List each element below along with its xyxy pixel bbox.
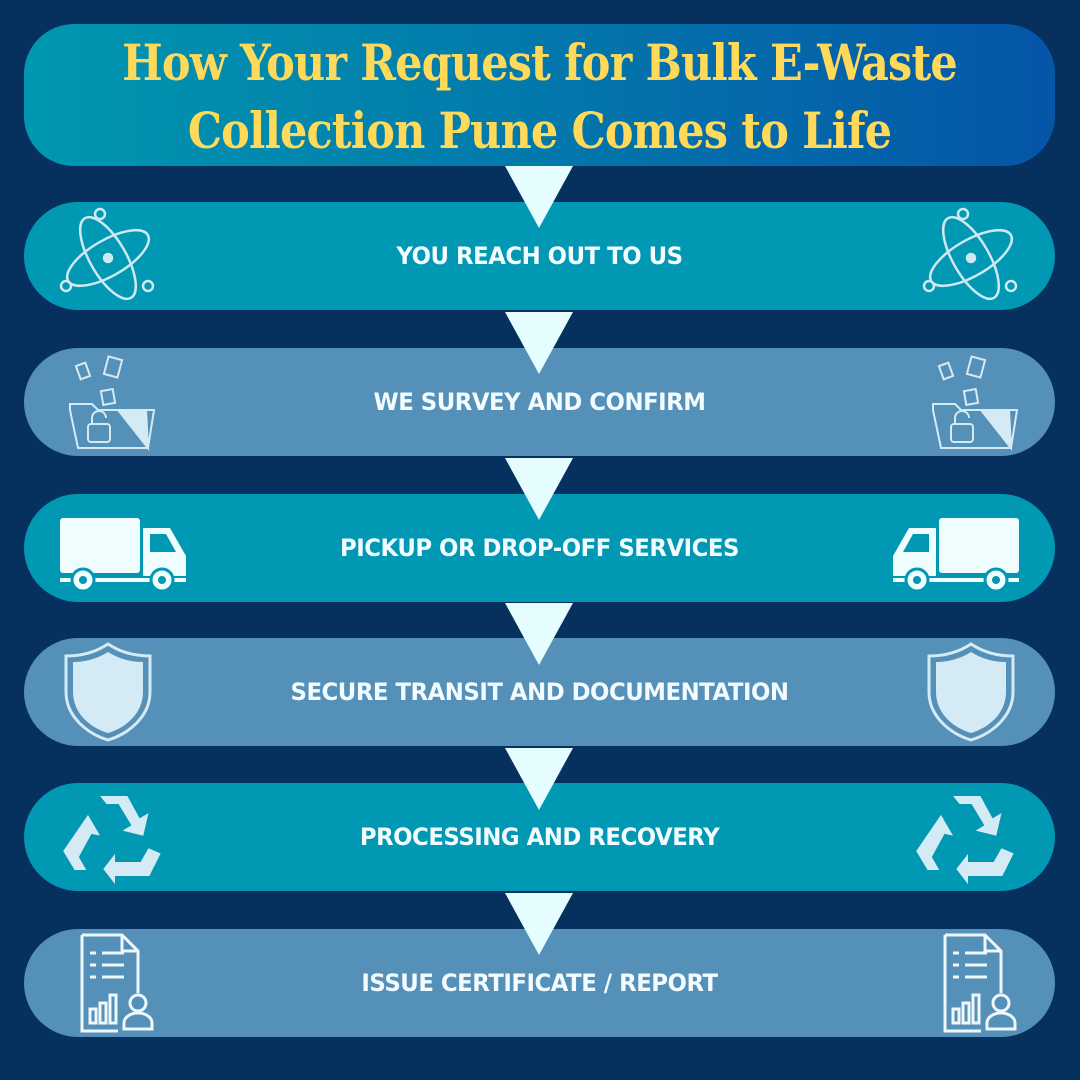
folder-lock-icon [69, 355, 156, 452]
shield-icon [927, 642, 1015, 742]
flow-arrow [505, 748, 573, 810]
title-line-1: How Your Request for Bulk E-Waste [122, 33, 958, 92]
shield-icon [64, 642, 152, 742]
step-label: ISSUE CERTIFICATE / REPORT [361, 969, 718, 997]
flow-arrow [505, 603, 573, 665]
flow-arrow [505, 893, 573, 955]
step-label: PROCESSING AND RECOVERY [359, 823, 720, 851]
report-icon [80, 933, 154, 1033]
title-banner: How Your Request for Bulk E-Waste Collec… [24, 24, 1055, 166]
flow-arrow [505, 458, 573, 520]
truck-icon [893, 518, 1019, 593]
recycle-icon [913, 794, 1017, 887]
step-label: YOU REACH OUT TO US [396, 242, 683, 270]
step-label: PICKUP OR DROP-OFF SERVICES [340, 534, 739, 562]
step-label: SECURE TRANSIT AND DOCUMENTATION [290, 678, 789, 706]
flow-arrow [505, 312, 573, 374]
title-line-2: Collection Pune Comes to Life [187, 101, 892, 160]
truck-icon [60, 518, 186, 593]
step-label: WE SURVEY AND CONFIRM [373, 388, 706, 416]
atom-icon [922, 207, 1018, 301]
flow-arrow [505, 166, 573, 228]
recycle-icon [60, 794, 164, 887]
atom-icon [59, 207, 155, 301]
folder-lock-icon [932, 355, 1019, 452]
report-icon [943, 933, 1017, 1033]
